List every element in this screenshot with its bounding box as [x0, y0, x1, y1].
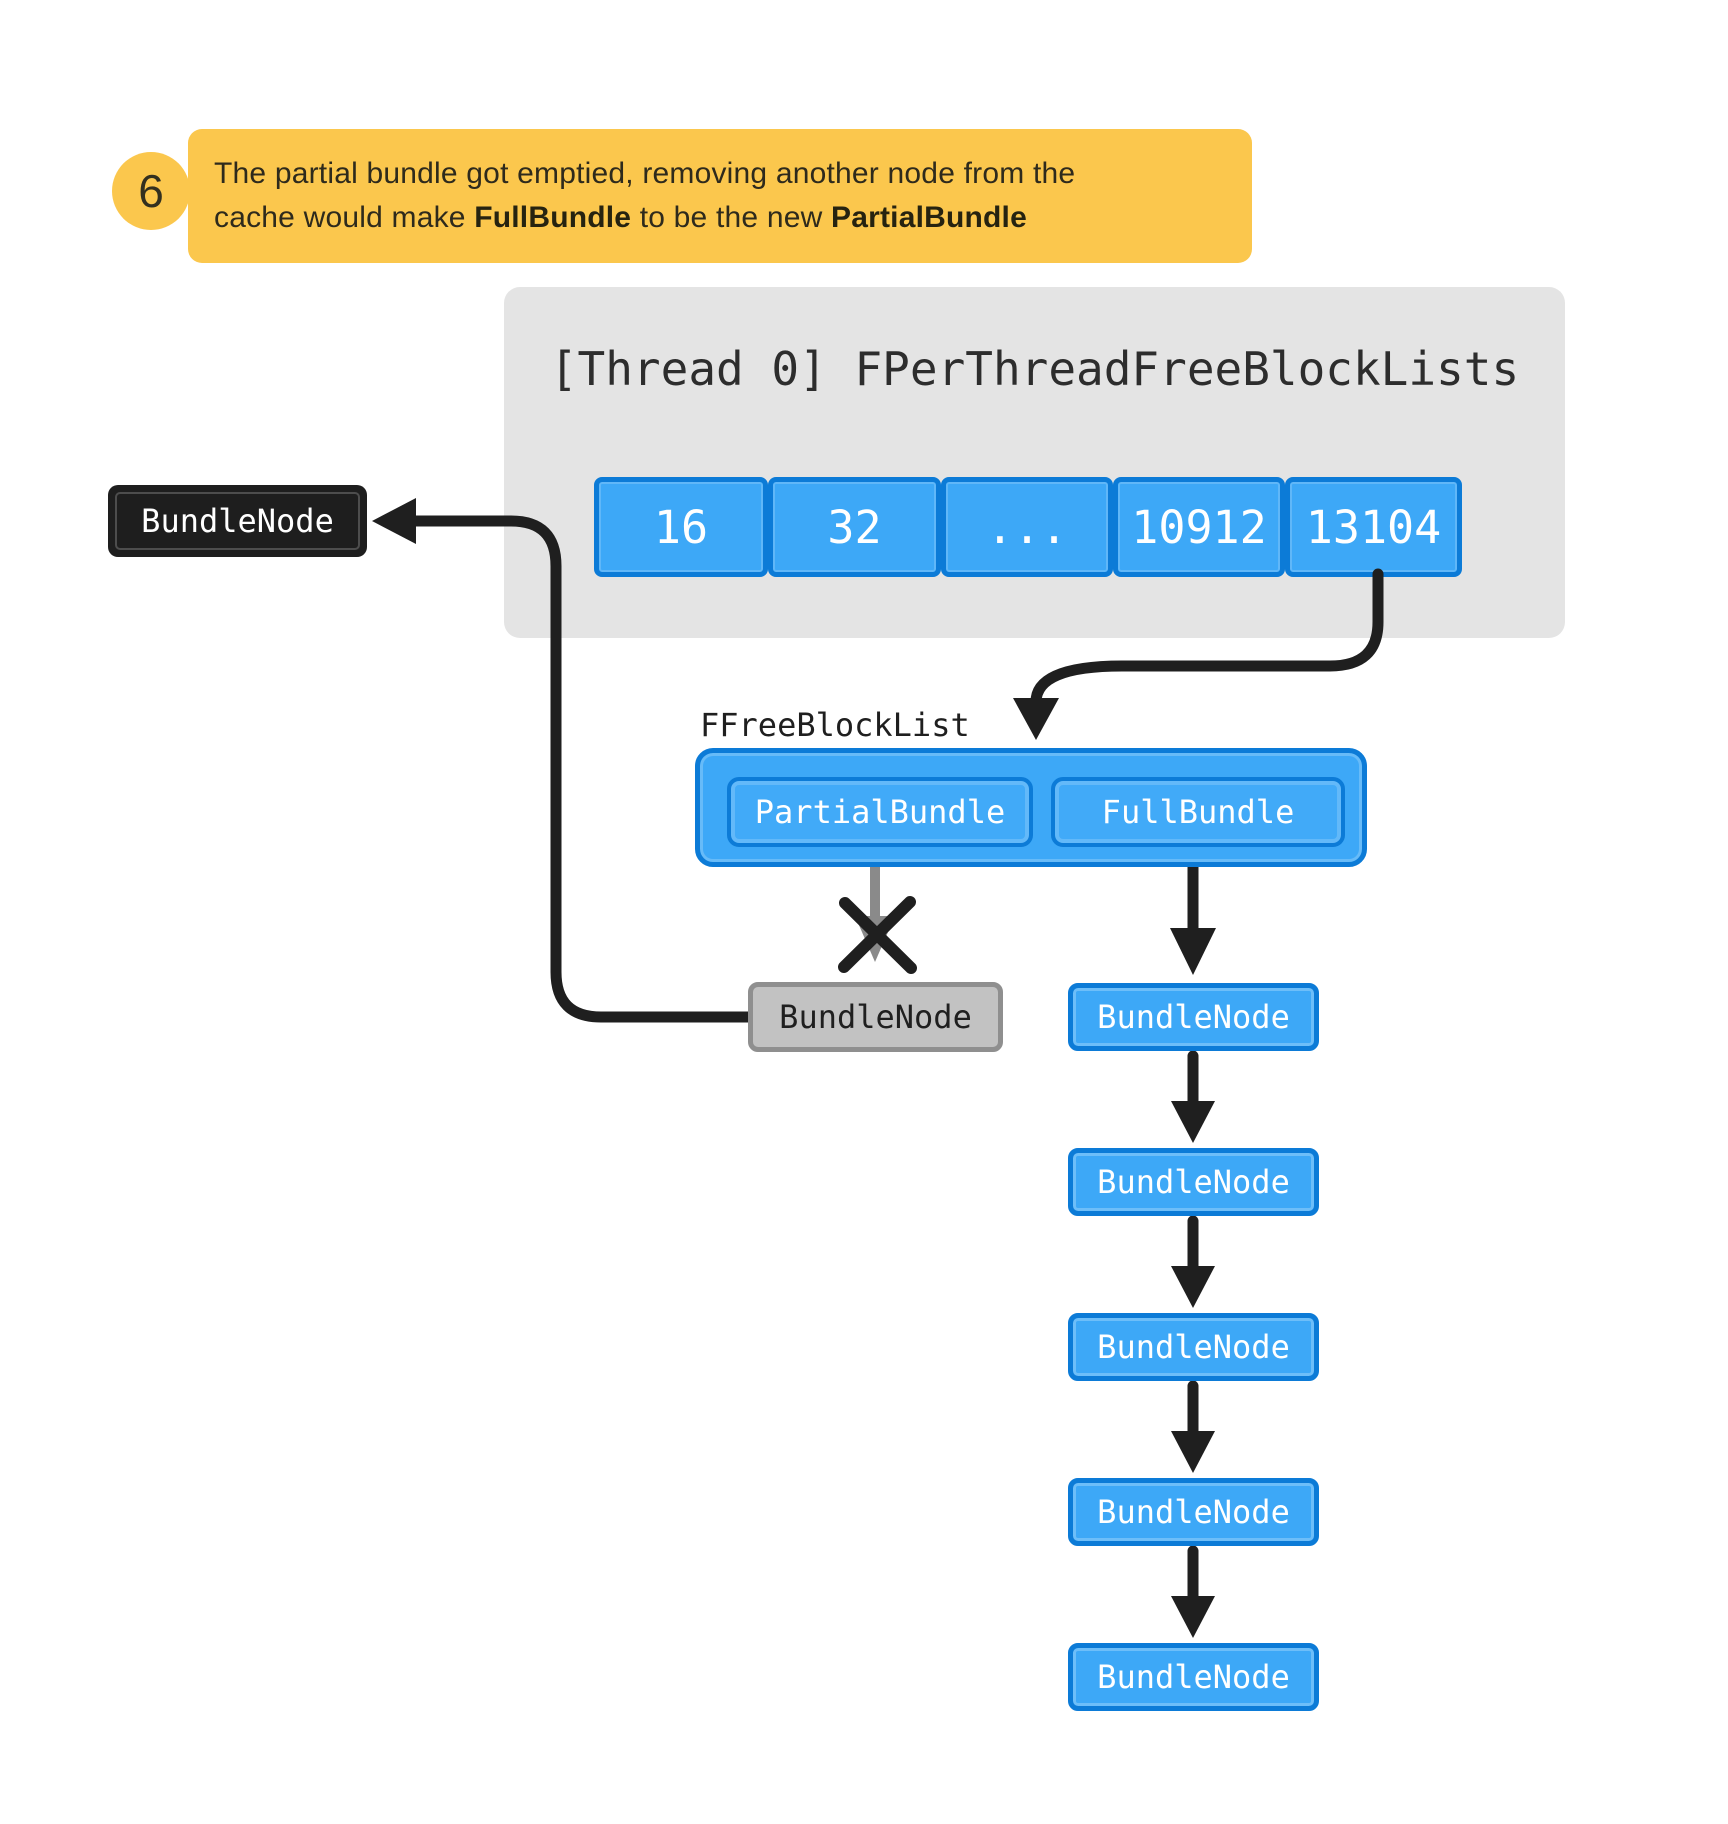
chain-bundle-node: BundleNode [1068, 983, 1319, 1051]
block-size-cell-ellipsis: ... [941, 477, 1113, 577]
freeblocklist-container: PartialBundle FullBundle [695, 748, 1367, 867]
full-bundle-slot: FullBundle [1051, 777, 1345, 847]
chain-arrow [1171, 1215, 1215, 1308]
step-number: 6 [138, 165, 164, 217]
chain-arrow [1171, 1545, 1215, 1638]
cached-bundle-node-label: BundleNode [141, 502, 334, 540]
callout-line-2: cache would make FullBundle to be the ne… [214, 201, 1027, 234]
thread-panel-title: [Thread 0] FPerThreadFreeBlockLists [549, 342, 1520, 396]
block-size-cells-row: 16 32 ... 10912 13104 [594, 477, 1462, 577]
chain-bundle-node: BundleNode [1068, 1643, 1319, 1711]
block-size-cell: 16 [594, 477, 768, 577]
partial-bundle-slot: PartialBundle [727, 777, 1033, 847]
block-size-cell: 13104 [1285, 477, 1462, 577]
chain-arrow [1171, 1380, 1215, 1473]
callout-line-1: The partial bundle got emptied, removing… [214, 157, 1076, 190]
chain-bundle-node: BundleNode [1068, 1478, 1319, 1546]
callout-box: The partial bundle got emptied, removing… [188, 129, 1252, 263]
chain-bundle-node: BundleNode [1068, 1148, 1319, 1216]
block-size-cell: 32 [768, 477, 941, 577]
chain-arrow [1171, 1050, 1215, 1143]
chain-bundle-node: BundleNode [1068, 1313, 1319, 1381]
block-size-cell: 10912 [1113, 477, 1285, 577]
cached-bundle-node: BundleNode [108, 485, 367, 557]
step-number-badge: 6 [112, 152, 190, 230]
emptied-bundle-node: BundleNode [748, 982, 1003, 1052]
cross-out-x-icon [838, 896, 917, 974]
thread-panel: [Thread 0] FPerThreadFreeBlockLists 16 3… [504, 287, 1565, 638]
freeblocklist-label: FFreeBlockList [700, 706, 970, 744]
